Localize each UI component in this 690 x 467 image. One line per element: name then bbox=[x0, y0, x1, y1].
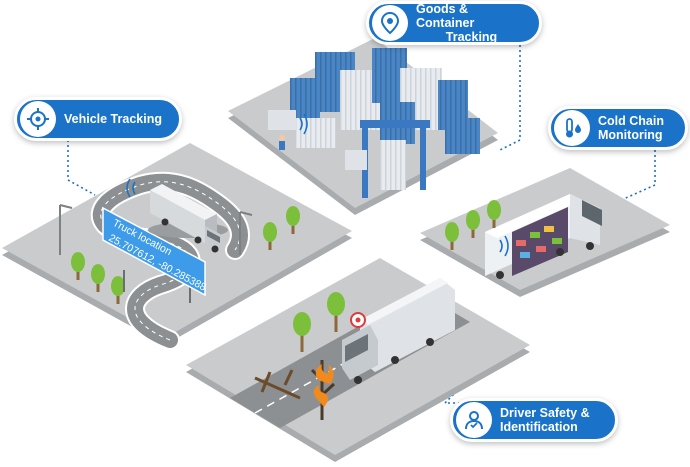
vehicle-tracking-pill[interactable]: Vehicle Tracking bbox=[14, 97, 182, 141]
cold-label-line1: Cold Chain bbox=[598, 114, 664, 128]
driver-label-line2: Identification bbox=[500, 420, 578, 434]
goods-label-line2: Tracking bbox=[445, 30, 498, 44]
goods-label-line1: Goods & Container bbox=[416, 2, 475, 30]
location-pin-icon bbox=[372, 5, 408, 41]
goods-container-pill[interactable]: Goods & Container Tracking bbox=[366, 1, 542, 45]
tracked-truck bbox=[126, 178, 228, 253]
driver-safety-pill[interactable]: Driver Safety & Identification bbox=[450, 398, 618, 442]
driver-label-line1: Driver Safety & bbox=[500, 406, 590, 420]
fridge-shelves bbox=[516, 226, 562, 258]
thermometer-drop-icon bbox=[554, 110, 590, 146]
cold-chain-platform bbox=[420, 168, 670, 297]
target-icon bbox=[20, 101, 56, 137]
trees-left bbox=[71, 206, 300, 304]
container-yard-platform bbox=[228, 38, 498, 215]
worker-figure bbox=[279, 135, 285, 150]
cold-label-line2: Monitoring bbox=[598, 128, 663, 142]
cold-chain-pill[interactable]: Cold Chain Monitoring bbox=[548, 106, 688, 150]
vehicle-tracking-label: Vehicle Tracking bbox=[64, 112, 162, 126]
driver-safety-platform bbox=[186, 258, 530, 462]
driver-id-icon bbox=[456, 402, 492, 438]
